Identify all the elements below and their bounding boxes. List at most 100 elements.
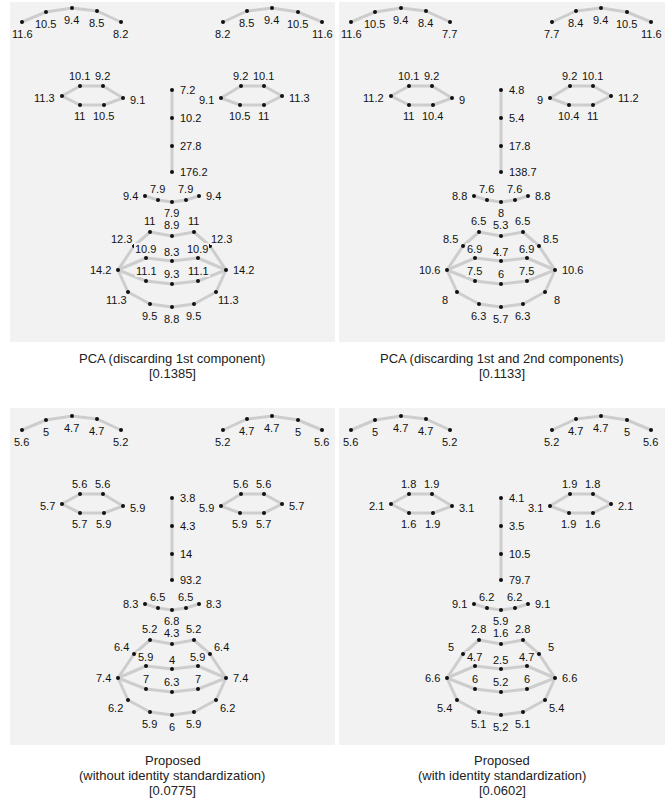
error-value: 11.6: [340, 28, 363, 40]
error-value: 11.6: [11, 28, 34, 40]
error-value: 14.2: [232, 264, 255, 276]
error-value: 7.7: [441, 28, 458, 40]
error-value: 10.1: [397, 70, 420, 82]
panel-ground: [339, 2, 665, 342]
error-value: 1.9: [561, 478, 578, 490]
face-landmarks: [349, 414, 653, 717]
error-value: 2.8: [470, 623, 487, 635]
error-value: 8.3: [122, 598, 139, 610]
error-value: 6.3: [514, 310, 531, 322]
error-value: 4.7: [417, 425, 434, 437]
error-value: 9.4: [592, 14, 609, 26]
panel-caption: [0.1133]: [479, 366, 525, 381]
face-landmarks: [20, 414, 324, 717]
error-value: 5.9: [95, 518, 112, 530]
error-value: 9.2: [94, 70, 111, 82]
error-value: 10.1: [68, 70, 91, 82]
error-value: 8: [441, 294, 449, 306]
error-value: 7.9: [149, 183, 166, 195]
error-value: 8.3: [163, 246, 180, 258]
error-value: 1.9: [560, 518, 577, 530]
error-value: 5: [447, 641, 455, 653]
error-value: 10.5: [92, 110, 115, 122]
error-value: 5.2: [112, 436, 129, 448]
error-value: 1.8: [400, 478, 417, 490]
error-value: 8: [497, 207, 505, 219]
error-value: 11.6: [311, 28, 334, 40]
error-value: 4: [168, 654, 176, 666]
error-value: 7.9: [163, 207, 180, 219]
error-value: 1.8: [584, 478, 601, 490]
error-value: 5.6: [71, 478, 88, 490]
error-value: 10.6: [561, 264, 584, 276]
error-value: 1.9: [424, 518, 441, 530]
error-value: 4.7: [567, 425, 584, 437]
error-value: 7: [142, 673, 150, 685]
error-value: 2.8: [514, 623, 531, 635]
error-value: 14: [179, 548, 193, 560]
error-value: 8.8: [163, 313, 180, 325]
error-value: 4.7: [518, 651, 535, 663]
error-value: 11.2: [617, 92, 640, 104]
error-value: 4.3: [179, 520, 196, 532]
error-value: 5.7: [492, 313, 509, 325]
error-value: 6.4: [213, 641, 230, 653]
error-value: 5.2: [141, 623, 158, 635]
error-value: 5.7: [288, 500, 305, 512]
error-value: 6.9: [466, 243, 483, 255]
error-value: 4.7: [88, 425, 105, 437]
error-value: 3.8: [179, 492, 196, 504]
error-value: 17.8: [508, 140, 531, 152]
error-value: 11.1: [187, 265, 210, 277]
error-value: 5.6: [255, 478, 272, 490]
error-value: 7.6: [506, 183, 523, 195]
error-value: 11: [143, 215, 156, 227]
error-value: 10.5: [615, 18, 638, 30]
error-value: 3.1: [458, 502, 475, 514]
error-value: 6.8: [163, 615, 180, 627]
error-value: 9.4: [392, 14, 409, 26]
face-landmarks: [349, 6, 653, 309]
error-value: 11.3: [105, 294, 128, 306]
error-value: 9.5: [185, 310, 202, 322]
error-value: 5.2: [185, 623, 202, 635]
error-value: 8.8: [534, 190, 551, 202]
panel-caption: Proposed: [145, 753, 201, 768]
error-value: 5.4: [436, 702, 453, 714]
error-value: 5.6: [313, 436, 330, 448]
error-value: 5.4: [508, 112, 525, 124]
error-value: 5.9: [141, 718, 158, 730]
error-value: 14.2: [89, 264, 112, 276]
error-value: 6.2: [506, 591, 523, 603]
error-value: 7.7: [543, 28, 560, 40]
panel-ground: [10, 2, 335, 342]
error-value: 10.6: [418, 264, 441, 276]
error-value: 9.5: [141, 310, 158, 322]
error-value: 6.9: [518, 243, 535, 255]
error-value: 3.5: [508, 520, 525, 532]
error-value: 4.7: [238, 425, 255, 437]
error-value: 10.5: [34, 18, 57, 30]
error-value: 1.6: [492, 627, 509, 639]
error-value: 10.9: [134, 243, 157, 255]
error-value: 79.7: [508, 574, 531, 586]
error-value: 9.4: [263, 14, 280, 26]
error-value: 5: [547, 641, 555, 653]
error-value: 7: [194, 673, 202, 685]
error-value: 9.2: [561, 70, 578, 82]
error-value: 5: [371, 426, 379, 438]
error-value: 8: [553, 294, 561, 306]
error-value: 5.3: [492, 219, 509, 231]
error-value: 5.2: [492, 721, 509, 733]
error-value: 8.9: [163, 219, 180, 231]
panel-caption: Proposed: [474, 753, 530, 768]
error-value: 11: [187, 215, 200, 227]
error-value: 6.5: [470, 215, 487, 227]
error-value: 9: [458, 94, 466, 106]
error-value: 11.3: [217, 294, 240, 306]
error-value: 7.4: [232, 672, 249, 684]
error-value: 9.1: [129, 94, 146, 106]
error-value: 5.9: [185, 718, 202, 730]
error-value: 138.7: [508, 166, 538, 178]
